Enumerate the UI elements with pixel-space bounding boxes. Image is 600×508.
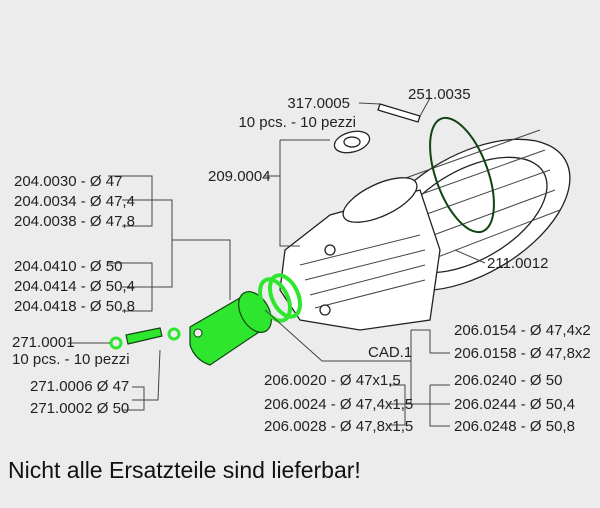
piston-47-2: 204.0038 - Ø 47,8 — [14, 213, 135, 230]
pin-1: 271.0002 Ø 50 — [30, 400, 129, 417]
clip-quantity: 10 pcs. - 10 pezzi — [12, 351, 130, 368]
piston-47-0: 204.0030 - Ø 47 — [14, 173, 122, 190]
clip-part-number: 271.0001 — [12, 334, 75, 351]
ring-left-0: 206.0020 - Ø 47x1,5 — [264, 372, 401, 389]
ring-right-bottom-1: 206.0244 - Ø 50,4 — [454, 396, 575, 413]
ring-right-top-1: 206.0158 - Ø 47,8x2 — [454, 345, 591, 362]
pin-0: 271.0006 Ø 47 — [30, 378, 129, 395]
head-gasket-part-number: 251.0035 — [408, 86, 471, 103]
piston-50-2: 204.0418 - Ø 50,8 — [14, 298, 135, 315]
ring-right-top-0: 206.0154 - Ø 47,4x2 — [454, 322, 591, 339]
head-part-number: 211.0012 — [487, 255, 548, 272]
base-gasket-drawing — [333, 130, 371, 154]
piston-50-1: 204.0414 - Ø 50,4 — [14, 278, 135, 295]
head-gasket-drawing — [429, 116, 495, 234]
piston-assembly-highlight — [109, 273, 303, 366]
leader-lines — [68, 97, 486, 427]
ring-right-bottom-0: 206.0240 - Ø 50 — [454, 372, 562, 389]
cad-label: CAD.1 — [368, 344, 412, 361]
ring-left-1: 206.0024 - Ø 47,4x1,5 — [264, 396, 413, 413]
piston-50-0: 204.0410 - Ø 50 — [14, 258, 122, 275]
base-gasket-part-number: 209.0004 — [208, 168, 271, 185]
stud-part-number: 317.0005 — [287, 95, 350, 112]
availability-notice: Nicht alle Ersatzteile sind lieferbar! — [8, 457, 361, 483]
ring-left-2: 206.0028 - Ø 47,8x1,5 — [264, 418, 413, 435]
cylinder-drawing — [279, 177, 441, 331]
stud-quantity: 10 pcs. - 10 pezzi — [238, 114, 356, 131]
stud-drawing — [377, 103, 421, 123]
piston-47-1: 204.0034 - Ø 47,4 — [14, 193, 135, 210]
ring-right-bottom-2: 206.0248 - Ø 50,8 — [454, 418, 575, 435]
